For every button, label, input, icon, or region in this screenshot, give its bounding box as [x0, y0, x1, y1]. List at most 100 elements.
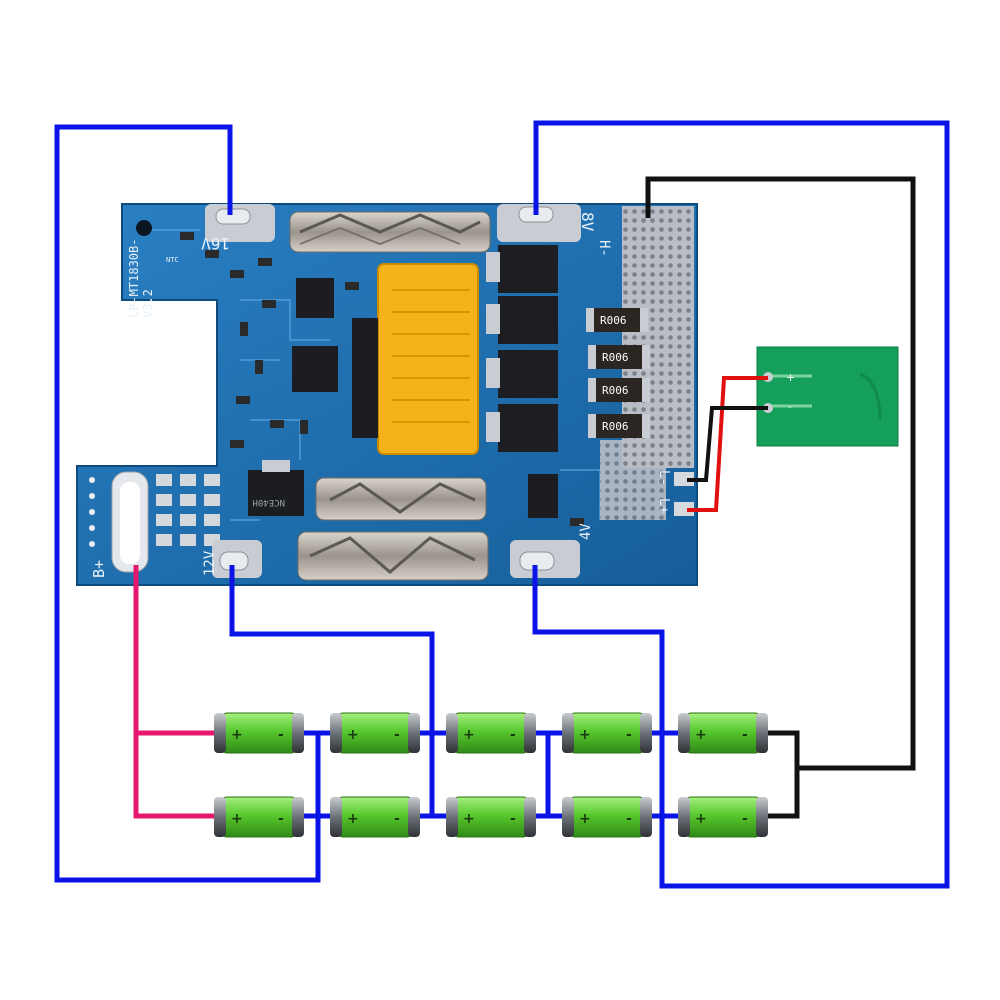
cell-cap: [678, 713, 690, 753]
pad-16v: [205, 204, 275, 242]
cell-minus-sign: -: [510, 727, 516, 743]
cell-cap: [214, 713, 226, 753]
switch-board-minus: -: [788, 400, 792, 413]
cell-cap: [640, 713, 652, 753]
cell-cap: [408, 797, 420, 837]
pad-grid: [156, 474, 220, 546]
cell-plus-sign: +: [463, 727, 475, 743]
top-spring-terminal: [289, 211, 491, 253]
cell-cap: [562, 797, 574, 837]
battery-cell: +-: [446, 796, 536, 838]
wire-l-minus-black: [687, 406, 768, 482]
label-4v: 4V: [578, 523, 594, 540]
series-link-1: [300, 730, 334, 819]
cell-minus-sign: -: [394, 811, 400, 827]
cell-cap: [408, 713, 420, 753]
pad-8v: [497, 204, 581, 242]
cell-cap: [524, 797, 536, 837]
shunt-resistors: R006 R006 R006 R006: [586, 308, 650, 438]
wires: [54, 120, 950, 889]
battery-cell: +-: [446, 712, 536, 754]
mount-hole: [136, 220, 152, 236]
cell-cap: [678, 797, 690, 837]
cell-cap: [446, 713, 458, 753]
label-l-plus: L+: [656, 498, 671, 514]
ntc-label: NTC: [166, 256, 179, 264]
wire-h-minus: [645, 176, 916, 819]
battery-pack: +-+-+-+-+-+-+-+-+-+-: [214, 712, 768, 838]
yellow-connector: [352, 263, 479, 455]
battery-cell: +-: [562, 796, 652, 838]
wire-l-plus-red: [687, 376, 768, 512]
cell-plus-sign: +: [231, 727, 243, 743]
battery-cell: +-: [330, 796, 420, 838]
cell-cap: [292, 713, 304, 753]
pcb-version-label: V3.2: [141, 289, 155, 318]
cell-cap: [214, 797, 226, 837]
series-link-4: [648, 730, 682, 819]
series-link-2: [416, 730, 450, 819]
cell-minus-sign: -: [278, 727, 284, 743]
cell-minus-sign: -: [394, 727, 400, 743]
b-plus-pad: [111, 471, 149, 573]
cell-cap: [330, 713, 342, 753]
bottom-spring-terminal: [297, 531, 489, 581]
l-plus-pad: [674, 502, 694, 516]
ic-chip-nce40h: NCE40H: [248, 460, 304, 516]
battery-cell: +-: [562, 712, 652, 754]
ic-chip-qfp: [292, 346, 338, 392]
cell-minus-sign: -: [742, 727, 748, 743]
battery-cell: +-: [214, 796, 304, 838]
smd-components: [180, 232, 584, 526]
label-12v: 12V: [202, 550, 218, 576]
nce40h-label: NCE40H: [252, 497, 285, 507]
cell-cap: [446, 797, 458, 837]
l-minus-pad: [674, 472, 694, 486]
cell-minus-sign: -: [510, 811, 516, 827]
cell-cap: [640, 797, 652, 837]
ic-chip-small: [296, 278, 334, 318]
resistor-2-label: R006: [602, 351, 629, 364]
cell-cap: [292, 797, 304, 837]
cell-cap: [330, 797, 342, 837]
cell-cap: [756, 797, 768, 837]
battery-cell: +-: [678, 712, 768, 754]
cell-cap: [756, 713, 768, 753]
bms-board: LP-MT1830B- V3.2 NTC 16V 8V H-: [76, 203, 698, 586]
mosfet-array: [486, 245, 558, 452]
resistor-4-label: R006: [602, 420, 629, 433]
cell-plus-sign: +: [347, 811, 359, 827]
cell-minus-sign: -: [742, 811, 748, 827]
cell-plus-sign: +: [579, 811, 591, 827]
label-16v: 16V: [201, 234, 230, 253]
wire-4v: [532, 565, 665, 733]
cell-minus-sign: -: [278, 811, 284, 827]
middle-spring-terminal: [315, 477, 487, 521]
diode: [528, 474, 558, 518]
switch-board-plus: +: [786, 371, 795, 384]
cell-cap: [562, 713, 574, 753]
battery-cell: +-: [678, 796, 768, 838]
switch-board: + -: [756, 346, 899, 447]
resistor-1-label: R006: [600, 314, 627, 327]
wire-12v: [229, 565, 435, 816]
wire-16v: [54, 124, 321, 883]
label-l-minus: L-: [656, 470, 671, 486]
cell-plus-sign: +: [231, 811, 243, 827]
label-8v: 8V: [578, 212, 597, 232]
pcb-model-label: LP-MT1830B-: [127, 239, 141, 318]
cell-cap: [524, 713, 536, 753]
wire-b-plus: [133, 565, 214, 819]
pad-12v: [212, 540, 262, 578]
cell-plus-sign: +: [695, 727, 707, 743]
cell-plus-sign: +: [347, 727, 359, 743]
cell-plus-sign: +: [579, 727, 591, 743]
cell-plus-sign: +: [463, 811, 475, 827]
pad-4v: [510, 540, 580, 578]
edge-holes: [89, 477, 95, 547]
l-pad-area: [600, 440, 666, 520]
cell-minus-sign: -: [626, 811, 632, 827]
resistor-3-label: R006: [602, 384, 629, 397]
label-b-plus: B+: [90, 560, 108, 578]
